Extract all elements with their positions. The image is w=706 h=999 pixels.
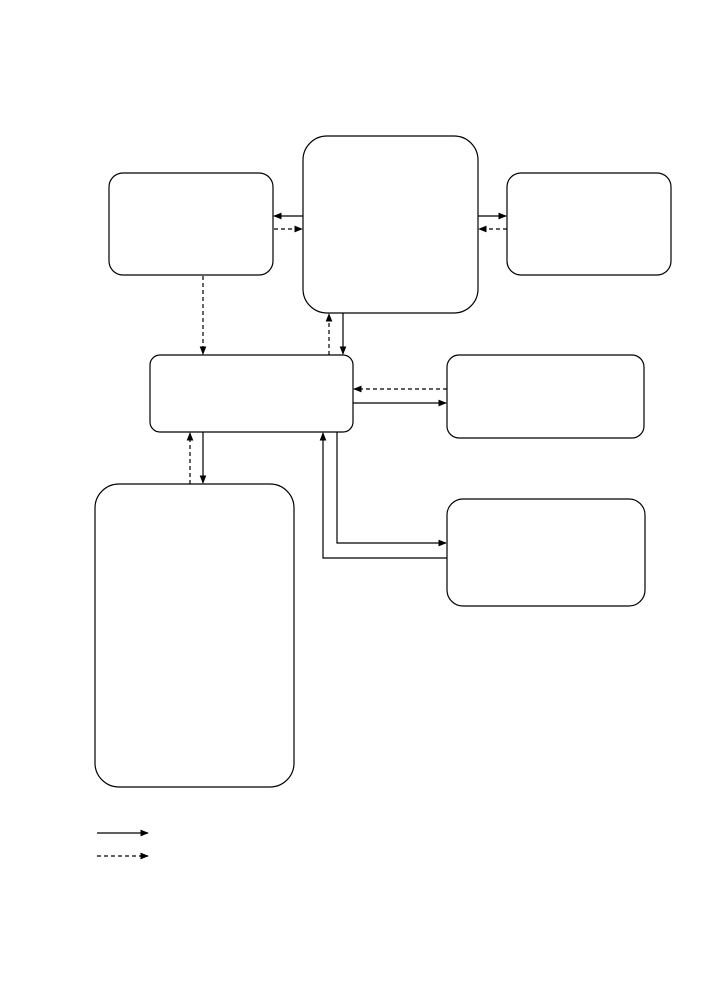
box-mid-right — [446, 354, 645, 439]
box-lower-right — [446, 498, 646, 607]
box-upper-right — [506, 172, 672, 276]
box-bottom-left — [94, 483, 295, 788]
box-upper-left — [108, 172, 274, 276]
box-hub — [149, 354, 354, 433]
box-top-center — [302, 135, 479, 314]
arrow-lower-right-to-hub — [319, 432, 447, 559]
legend — [97, 829, 149, 860]
arrow-hub-to-lower-right — [336, 432, 447, 547]
